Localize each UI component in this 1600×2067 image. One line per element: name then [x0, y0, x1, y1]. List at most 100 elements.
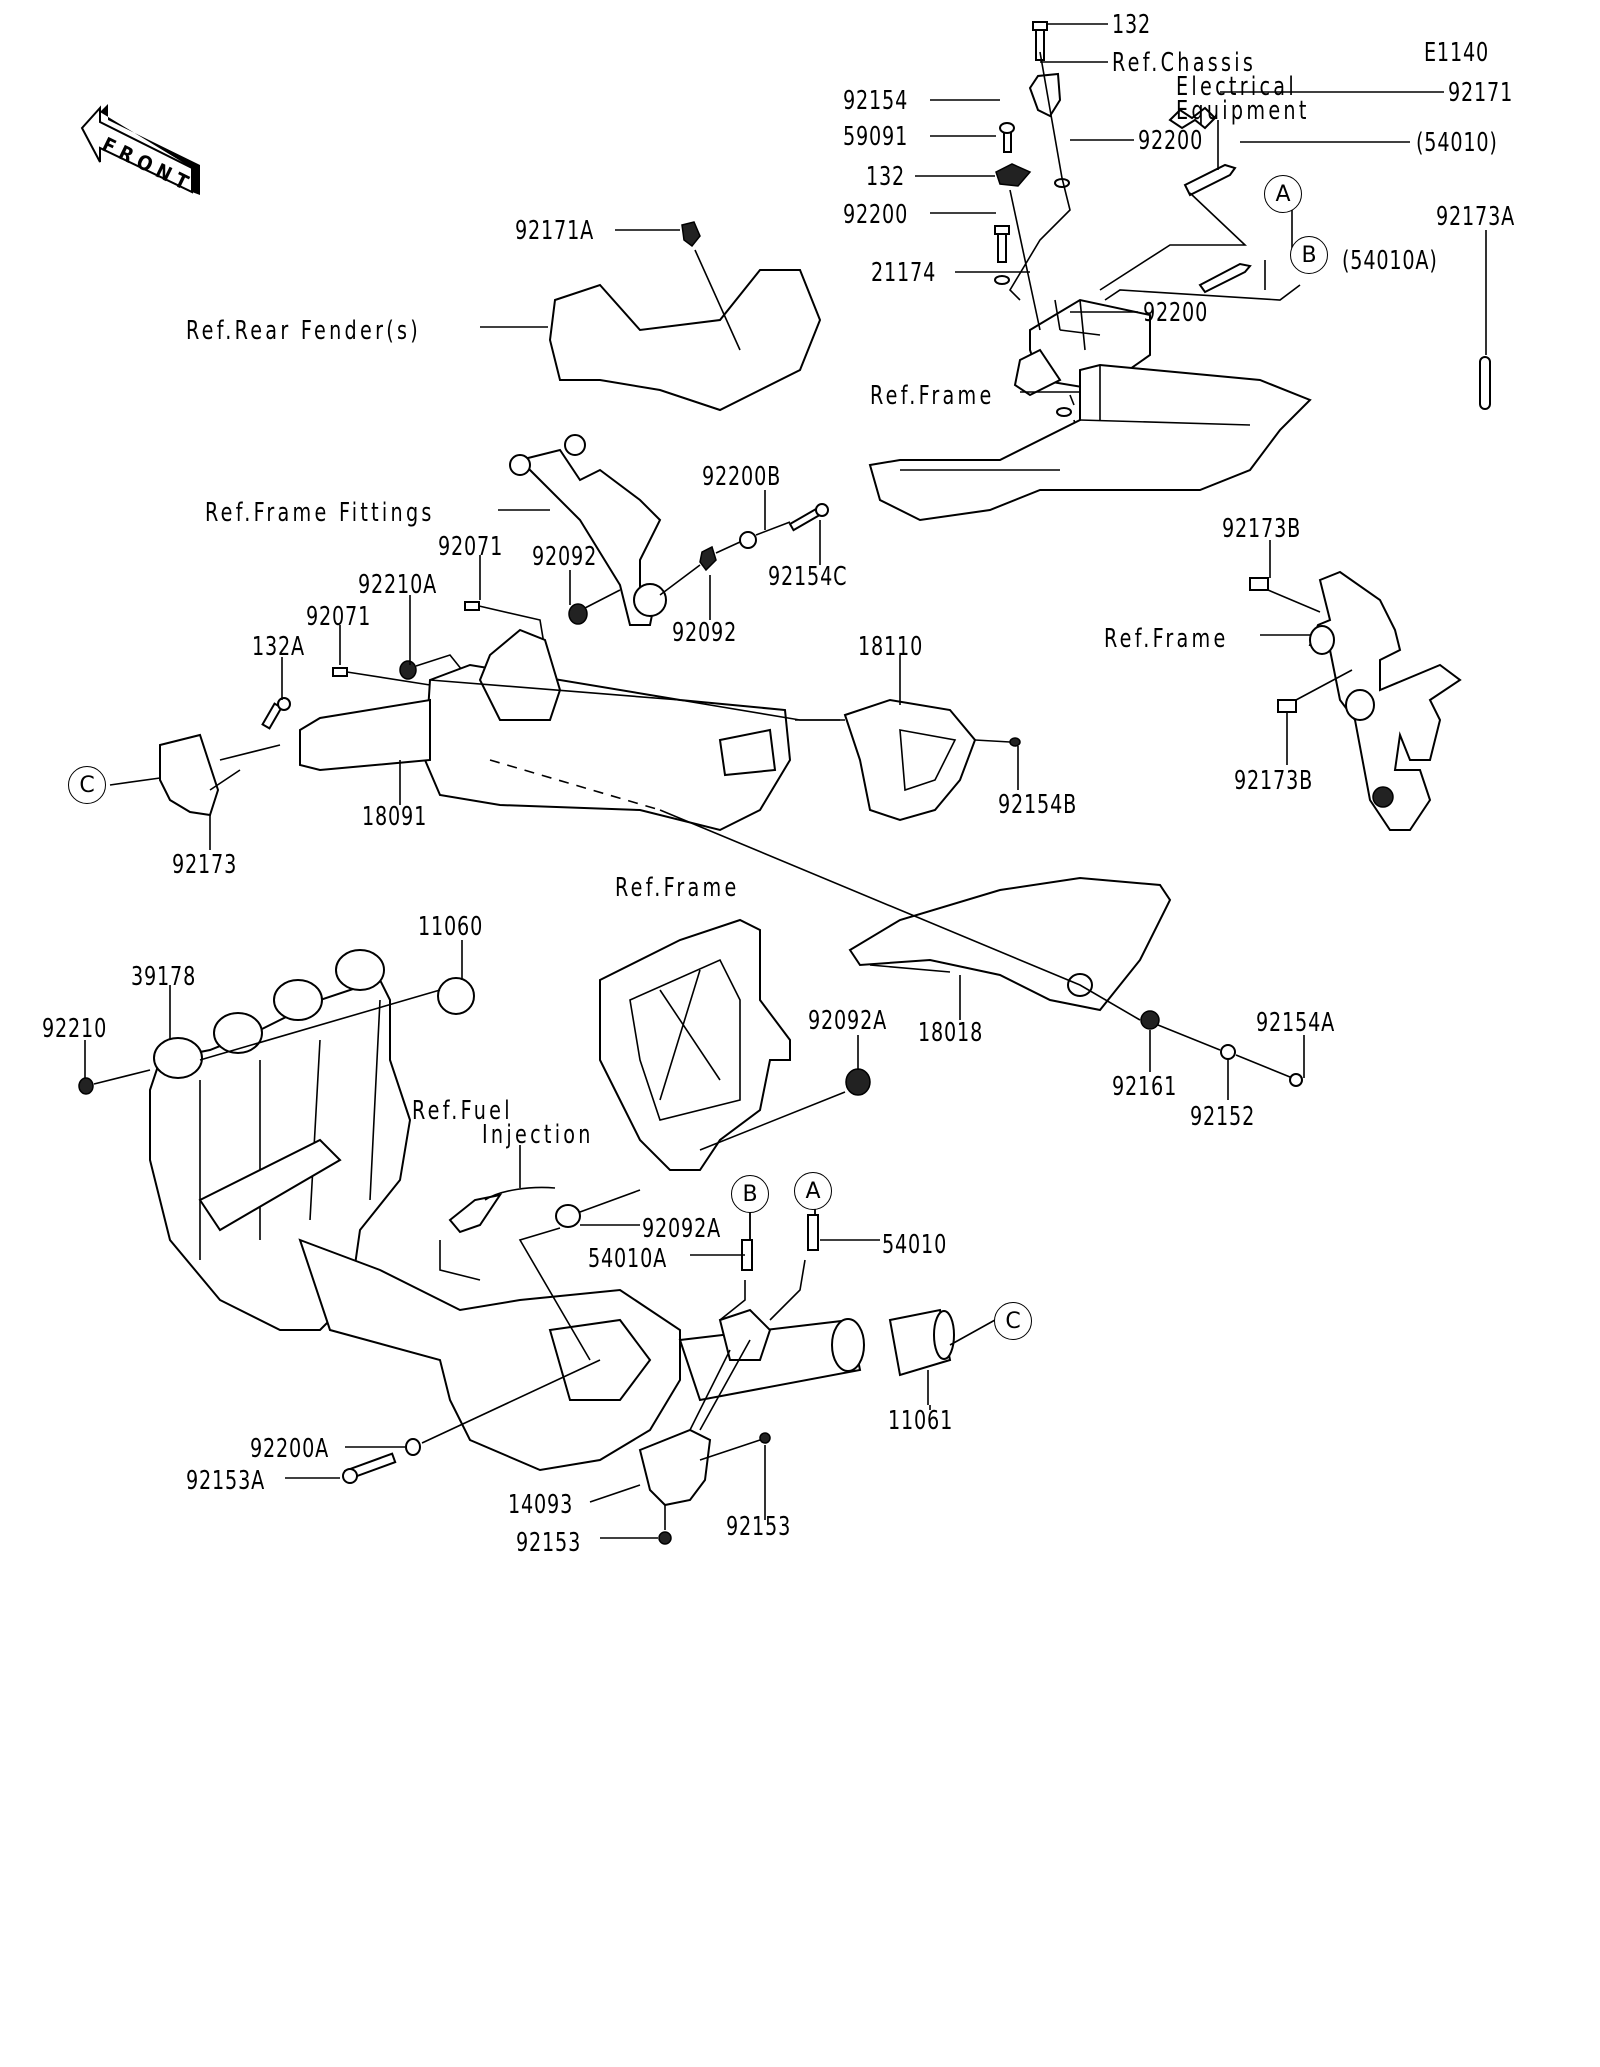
- exhaust-valve-actuator: [718, 1308, 772, 1361]
- cable-54010: [807, 1214, 819, 1251]
- ref-chassis-line3: Equipment: [1176, 96, 1310, 126]
- bolt-132-top: [1032, 21, 1048, 61]
- ref-frame-middle: Ref.Frame: [615, 873, 740, 903]
- bolt-92154C: [788, 503, 829, 532]
- part-label-132A[interactable]: 132A: [252, 632, 306, 662]
- washer-92200B: [739, 531, 757, 549]
- part-label-92171A[interactable]: 92171A: [515, 216, 595, 246]
- cable-end-54010A: [1198, 262, 1252, 294]
- part-label-92071-a[interactable]: 92071: [438, 532, 504, 562]
- cable-end-54010: [1183, 163, 1237, 197]
- clamp-92173: [159, 733, 220, 817]
- part-label-39178[interactable]: 39178: [131, 962, 197, 992]
- bolt-92153A: [342, 1452, 397, 1484]
- part-label-92152[interactable]: 92152: [1190, 1102, 1256, 1132]
- part-label-132-mid[interactable]: 132: [866, 162, 906, 192]
- bush-92092-b: [699, 545, 717, 572]
- part-label-92161[interactable]: 92161: [1112, 1072, 1178, 1102]
- part-label-92210A[interactable]: 92210A: [358, 570, 438, 600]
- ref-frame-right: Ref.Frame: [1104, 624, 1229, 654]
- part-label-59091[interactable]: 59091: [843, 122, 909, 152]
- part-label-92154[interactable]: 92154: [843, 86, 909, 116]
- part-label-92171[interactable]: 92171: [1448, 78, 1514, 108]
- part-label-92153-bottom[interactable]: 92153: [516, 1528, 582, 1558]
- bolt-132A: [261, 697, 291, 730]
- part-label-92200-a[interactable]: 92200: [1138, 126, 1204, 156]
- ref-frame-fittings: Ref.Frame Fittings: [205, 498, 435, 528]
- callout-c-right: C: [994, 1302, 1032, 1340]
- part-label-54010-paren[interactable]: (54010): [1416, 128, 1498, 158]
- bracket-clip: [1028, 72, 1062, 118]
- ref-frame-top: Ref.Frame: [870, 381, 995, 411]
- part-label-92092-b[interactable]: 92092: [672, 618, 738, 648]
- part-label-92173B-top[interactable]: 92173B: [1222, 514, 1302, 544]
- part-label-92173B-bottom[interactable]: 92173B: [1234, 766, 1314, 796]
- rear-fender: [548, 269, 822, 412]
- part-label-18018[interactable]: 18018: [918, 1018, 984, 1048]
- bolt-92154: [999, 122, 1015, 153]
- clip-92173B-bot: [1277, 699, 1297, 713]
- grommet-59091: [995, 163, 1032, 187]
- ref-fuel-injection-line2: Injection: [482, 1120, 594, 1150]
- part-label-92154A[interactable]: 92154A: [1256, 1008, 1336, 1038]
- part-label-21174[interactable]: 21174: [871, 258, 937, 288]
- part-label-92153-right[interactable]: 92153: [726, 1512, 792, 1542]
- front-direction-indicator: FRONT: [80, 100, 210, 204]
- screw-92154B: [1009, 737, 1021, 747]
- gasket-11060: [437, 977, 475, 1015]
- tie-92173A: [1479, 356, 1491, 410]
- cover-14093: [638, 1428, 712, 1507]
- part-label-54010A[interactable]: 54010A: [588, 1244, 668, 1274]
- part-label-18110[interactable]: 18110: [858, 632, 924, 662]
- part-label-92200B[interactable]: 92200B: [702, 462, 782, 492]
- callout-a-bottom: A: [794, 1172, 832, 1210]
- part-label-92154B[interactable]: 92154B: [998, 790, 1078, 820]
- part-label-18091[interactable]: 18091: [362, 802, 428, 832]
- part-label-14093[interactable]: 14093: [508, 1490, 574, 1520]
- part-label-92071-b[interactable]: 92071: [306, 602, 372, 632]
- nut-92153-bottom: [658, 1531, 672, 1545]
- bush-92161: [1140, 1010, 1160, 1030]
- part-label-54010[interactable]: 54010: [882, 1230, 948, 1260]
- part-label-92153A[interactable]: 92153A: [186, 1466, 266, 1496]
- exhaust-header: [149, 949, 412, 1331]
- washer-92200-b: [994, 275, 1010, 285]
- ref-chassis-line2: Electrical: [1176, 72, 1297, 102]
- muffler: [298, 1238, 865, 1472]
- front-arrow-icon: [80, 104, 200, 195]
- part-label-54010A-paren[interactable]: (54010A): [1342, 246, 1438, 276]
- part-label-92173A[interactable]: 92173A: [1436, 202, 1516, 232]
- part-label-92154C[interactable]: 92154C: [768, 562, 848, 592]
- intake-duct: [299, 698, 431, 772]
- part-label-92092-a[interactable]: 92092: [532, 542, 598, 572]
- part-label-92210[interactable]: 92210: [42, 1014, 108, 1044]
- frame-top: [868, 363, 1312, 522]
- clip-92173B-top: [1249, 577, 1269, 591]
- part-label-92173[interactable]: 92173: [172, 850, 238, 880]
- part-label-92092A-top[interactable]: 92092A: [808, 1006, 888, 1036]
- part-label-92200-b[interactable]: 92200: [843, 200, 909, 230]
- washer-92200-c: [1056, 407, 1072, 417]
- ref-chassis-line1: Ref.Chassis: [1112, 48, 1257, 78]
- callout-c-left: C: [68, 766, 106, 804]
- part-label-92200-c[interactable]: 92200: [1143, 298, 1209, 328]
- part-label-11061[interactable]: 11061: [888, 1406, 954, 1436]
- bush-92092-a: [568, 603, 588, 625]
- nut-92210A: [399, 660, 417, 680]
- screw-92154A: [1289, 1073, 1303, 1087]
- frame-middle-plate: [599, 918, 791, 1171]
- clip-92071-b: [332, 667, 348, 677]
- part-label-92200A[interactable]: 92200A: [250, 1434, 330, 1464]
- part-label-132-top[interactable]: 132: [1112, 10, 1152, 40]
- frame-right-bracket: [1308, 570, 1462, 831]
- part-label-11060[interactable]: 11060: [418, 912, 484, 942]
- bush-92092A-top: [845, 1068, 871, 1096]
- callout-a-top: A: [1264, 175, 1302, 213]
- part-label-92092A-mid[interactable]: 92092A: [642, 1214, 722, 1244]
- heat-shield-18018: [848, 876, 1172, 1012]
- clip-92071-a: [464, 601, 480, 611]
- callout-b-bottom: B: [731, 1175, 769, 1213]
- bush-92092A-mid: [555, 1204, 581, 1228]
- washer-92152: [1220, 1044, 1236, 1060]
- clip-92171: [1168, 106, 1217, 130]
